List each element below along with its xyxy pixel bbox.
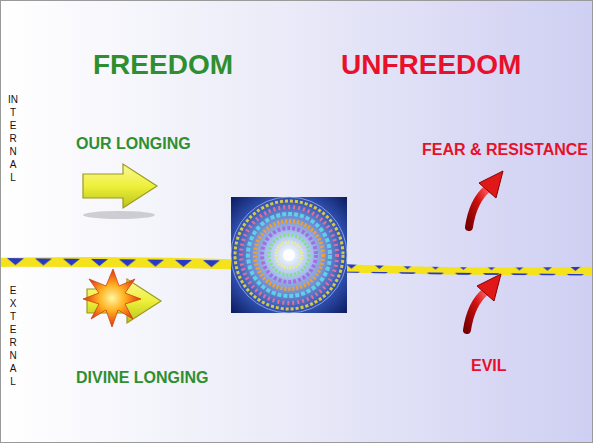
arrow-label: FEAR & RESISTANCE — [422, 141, 588, 159]
mandala-image — [231, 197, 347, 313]
longing-arrow — [83, 164, 157, 219]
arrow-label: DIVINE LONGING — [76, 369, 208, 387]
region-heading: UNFREEDOM — [341, 49, 521, 81]
arrow-label: EVIL — [471, 357, 507, 375]
fear-arrow — [469, 171, 503, 227]
region-heading: FREEDOM — [93, 49, 233, 81]
side-label: INTERNAL — [8, 93, 18, 184]
evil-arrow — [467, 274, 501, 330]
side-label: EXTERNAL — [8, 284, 18, 388]
arrow-label: OUR LONGING — [76, 135, 191, 153]
divine-arrow — [83, 269, 161, 327]
